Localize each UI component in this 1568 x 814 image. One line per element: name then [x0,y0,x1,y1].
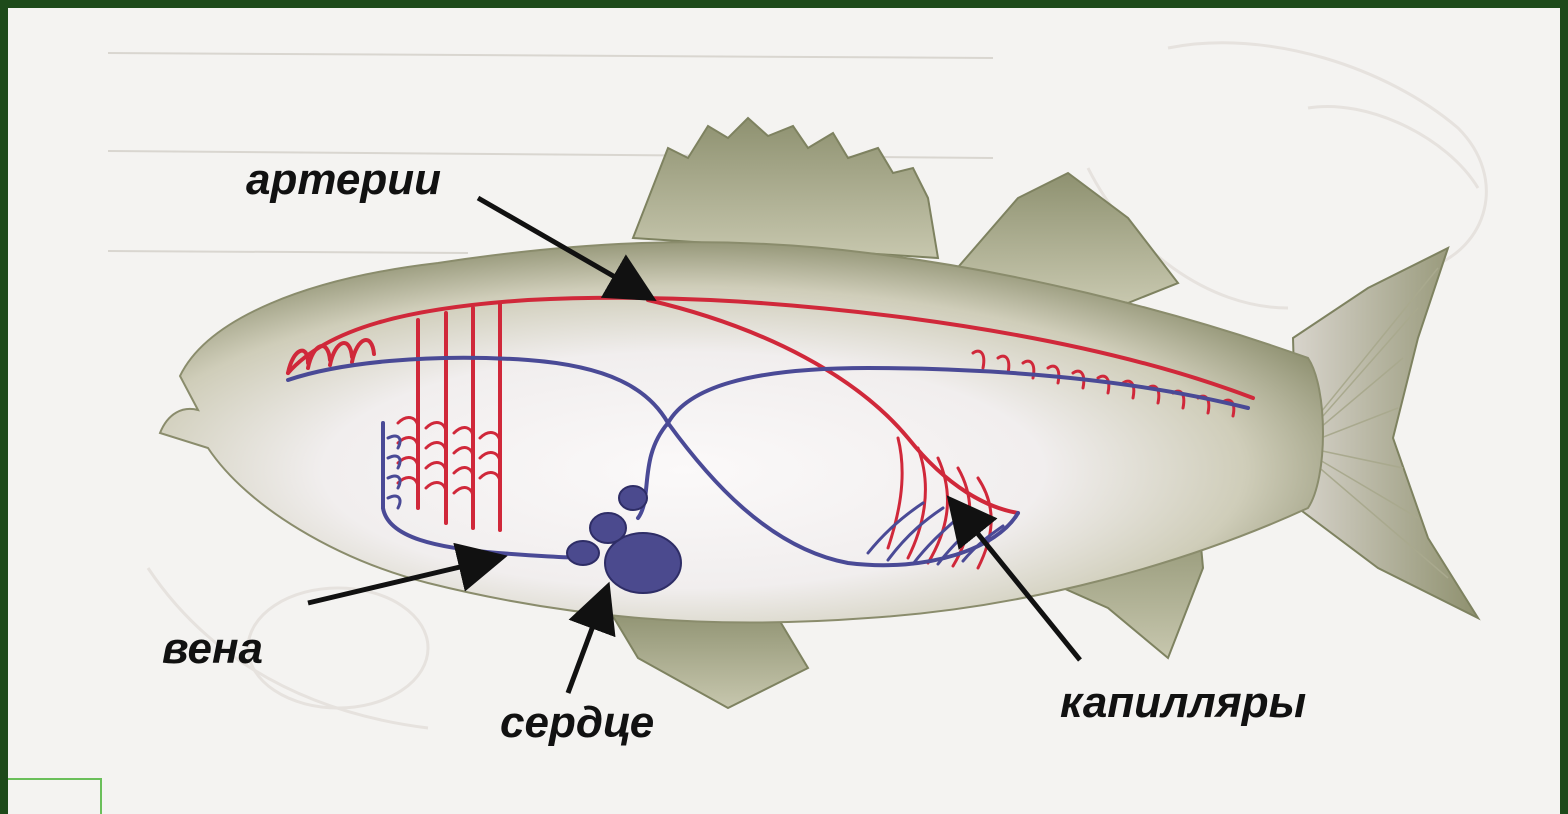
label-vein: вена [162,627,263,671]
label-capillaries: капилляры [1060,681,1306,725]
label-heart: сердце [500,701,654,745]
dorsal-fin-spiny [633,118,938,258]
label-arteries: артерии [246,158,441,202]
page-corner-box [8,778,102,814]
fish-circulatory-diagram [8,8,1560,814]
diagram-frame: артерии вена сердце капилляры [8,8,1560,814]
fish-body [160,242,1323,622]
